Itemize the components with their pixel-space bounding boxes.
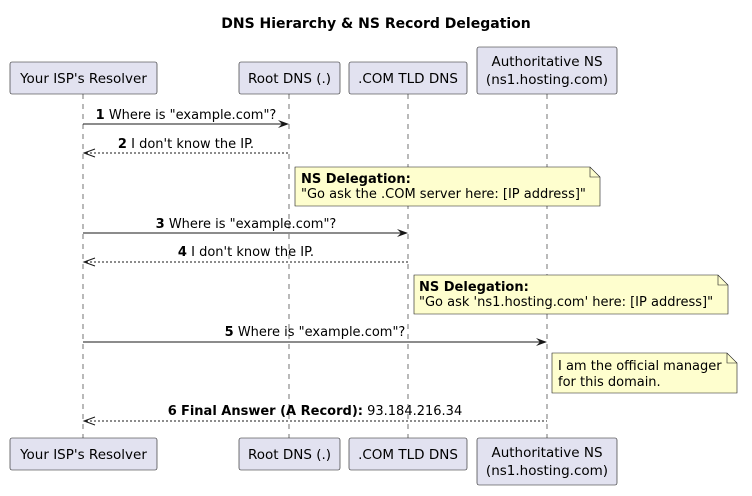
message-6: 6 Final Answer (A Record): 93.184.216.34 <box>82 404 547 426</box>
participant-auth-bottom: Authoritative NS (ns1.hosting.com) <box>476 437 618 486</box>
message-label: 93.184.216.34 <box>367 404 462 419</box>
note-text: "Go ask the .COM server here: [IP addres… <box>301 187 586 202</box>
arrowhead <box>278 120 289 128</box>
participant-root-bottom: Root DNS (.) <box>238 437 341 471</box>
message-label: I don't know the IP. <box>131 137 254 152</box>
message-number: 5 <box>225 325 234 340</box>
message-label: Where is "example.com"? <box>109 108 277 123</box>
note-official-manager: I am the official manager for this domai… <box>551 352 738 394</box>
message-4: 4 I don't know the IP. <box>82 245 408 267</box>
message-5: 5 Where is "example.com"? <box>83 325 547 346</box>
participant-label: Your ISP's Resolver <box>19 447 147 463</box>
arrowhead <box>536 338 547 346</box>
message-number: 4 <box>178 245 187 260</box>
note-text: "Go ask 'ns1.hosting.com' here: [IP addr… <box>419 295 713 310</box>
message-label: Where is "example.com"? <box>238 325 406 340</box>
message-number: 1 <box>96 108 105 123</box>
arrowhead <box>397 229 408 237</box>
participant-tld-top: .COM TLD DNS <box>348 61 468 95</box>
arrowhead <box>82 257 96 267</box>
note-text: for this domain. <box>558 375 661 390</box>
participant-root-top: Root DNS (.) <box>238 61 341 95</box>
participant-label: (ns1.hosting.com) <box>486 463 608 479</box>
svg-text:6 Final Answer (A Record): 93.: 6 Final Answer (A Record): 93.184.216.34 <box>168 404 462 419</box>
message-bold-label: Final Answer (A Record): <box>181 404 363 419</box>
arrowhead <box>82 416 96 426</box>
note-heading: NS Delegation: <box>301 172 411 187</box>
note-heading: NS Delegation: <box>419 280 529 295</box>
participant-label: Root DNS (.) <box>248 71 331 87</box>
participant-label: Authoritative NS <box>491 445 602 461</box>
svg-text:5 Where is "example.com"?: 5 Where is "example.com"? <box>225 325 406 340</box>
lifelines <box>82 94 548 438</box>
participant-label: Your ISP's Resolver <box>19 71 147 87</box>
svg-text:1 Where is "example.com"?: 1 Where is "example.com"? <box>96 108 277 123</box>
participant-tld-bottom: .COM TLD DNS <box>348 437 468 471</box>
participant-label: .COM TLD DNS <box>358 71 458 87</box>
participant-label: (ns1.hosting.com) <box>486 72 608 88</box>
note-text: I am the official manager <box>558 359 722 374</box>
message-1: 1 Where is "example.com"? <box>83 108 289 128</box>
svg-text:3 Where is "example.com"?: 3 Where is "example.com"? <box>156 217 337 232</box>
message-number: 6 <box>168 404 177 419</box>
message-label: Where is "example.com"? <box>169 217 337 232</box>
message-number: 2 <box>118 137 127 152</box>
participant-label: .COM TLD DNS <box>358 447 458 463</box>
message-3: 3 Where is "example.com"? <box>83 217 408 237</box>
message-number: 3 <box>156 217 165 232</box>
participant-auth-top: Authoritative NS (ns1.hosting.com) <box>476 46 618 95</box>
note-ns-delegation-root: NS Delegation: "Go ask the .COM server h… <box>294 166 601 207</box>
arrowhead <box>82 148 96 158</box>
participant-label: Root DNS (.) <box>248 447 331 463</box>
participant-resolver-bottom: Your ISP's Resolver <box>9 437 158 471</box>
diagram-title: DNS Hierarchy & NS Record Delegation <box>221 16 531 32</box>
participant-resolver-top: Your ISP's Resolver <box>9 61 158 95</box>
note-ns-delegation-tld: NS Delegation: "Go ask 'ns1.hosting.com'… <box>413 274 729 315</box>
svg-text:2 I don't know the IP.: 2 I don't know the IP. <box>118 137 254 152</box>
svg-text:4 I don't know the IP.: 4 I don't know the IP. <box>178 245 314 260</box>
message-2: 2 I don't know the IP. <box>82 137 289 158</box>
participant-label: Authoritative NS <box>491 54 602 70</box>
message-label: I don't know the IP. <box>191 245 314 260</box>
